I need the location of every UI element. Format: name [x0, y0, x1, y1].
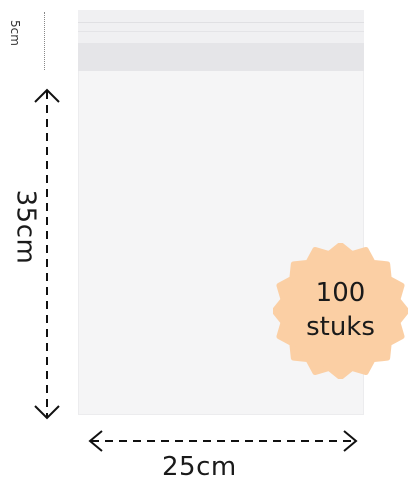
badge-text: 100 stuks [273, 243, 408, 379]
plastic-bag [78, 10, 364, 415]
vertical-arrow-icon [34, 88, 60, 420]
height-label: 35cm [10, 189, 41, 265]
starburst-badge-icon [271, 242, 410, 380]
horizontal-arrow-icon [88, 430, 358, 452]
quantity-badge: 100 stuks [271, 242, 410, 380]
flap-fold-line [78, 22, 364, 23]
flap-dimension: 5cm [8, 8, 36, 76]
badge-unit: stuks [306, 312, 375, 342]
flap-fold-line-2 [78, 31, 364, 32]
flap-dimension-line [44, 12, 45, 70]
badge-count: 100 [315, 278, 366, 309]
adhesive-strip [78, 43, 364, 71]
badge-shape [271, 242, 410, 380]
bag-flap [78, 10, 364, 43]
width-label: 25cm [162, 452, 237, 482]
flap-dimension-label: 5cm [7, 20, 22, 46]
